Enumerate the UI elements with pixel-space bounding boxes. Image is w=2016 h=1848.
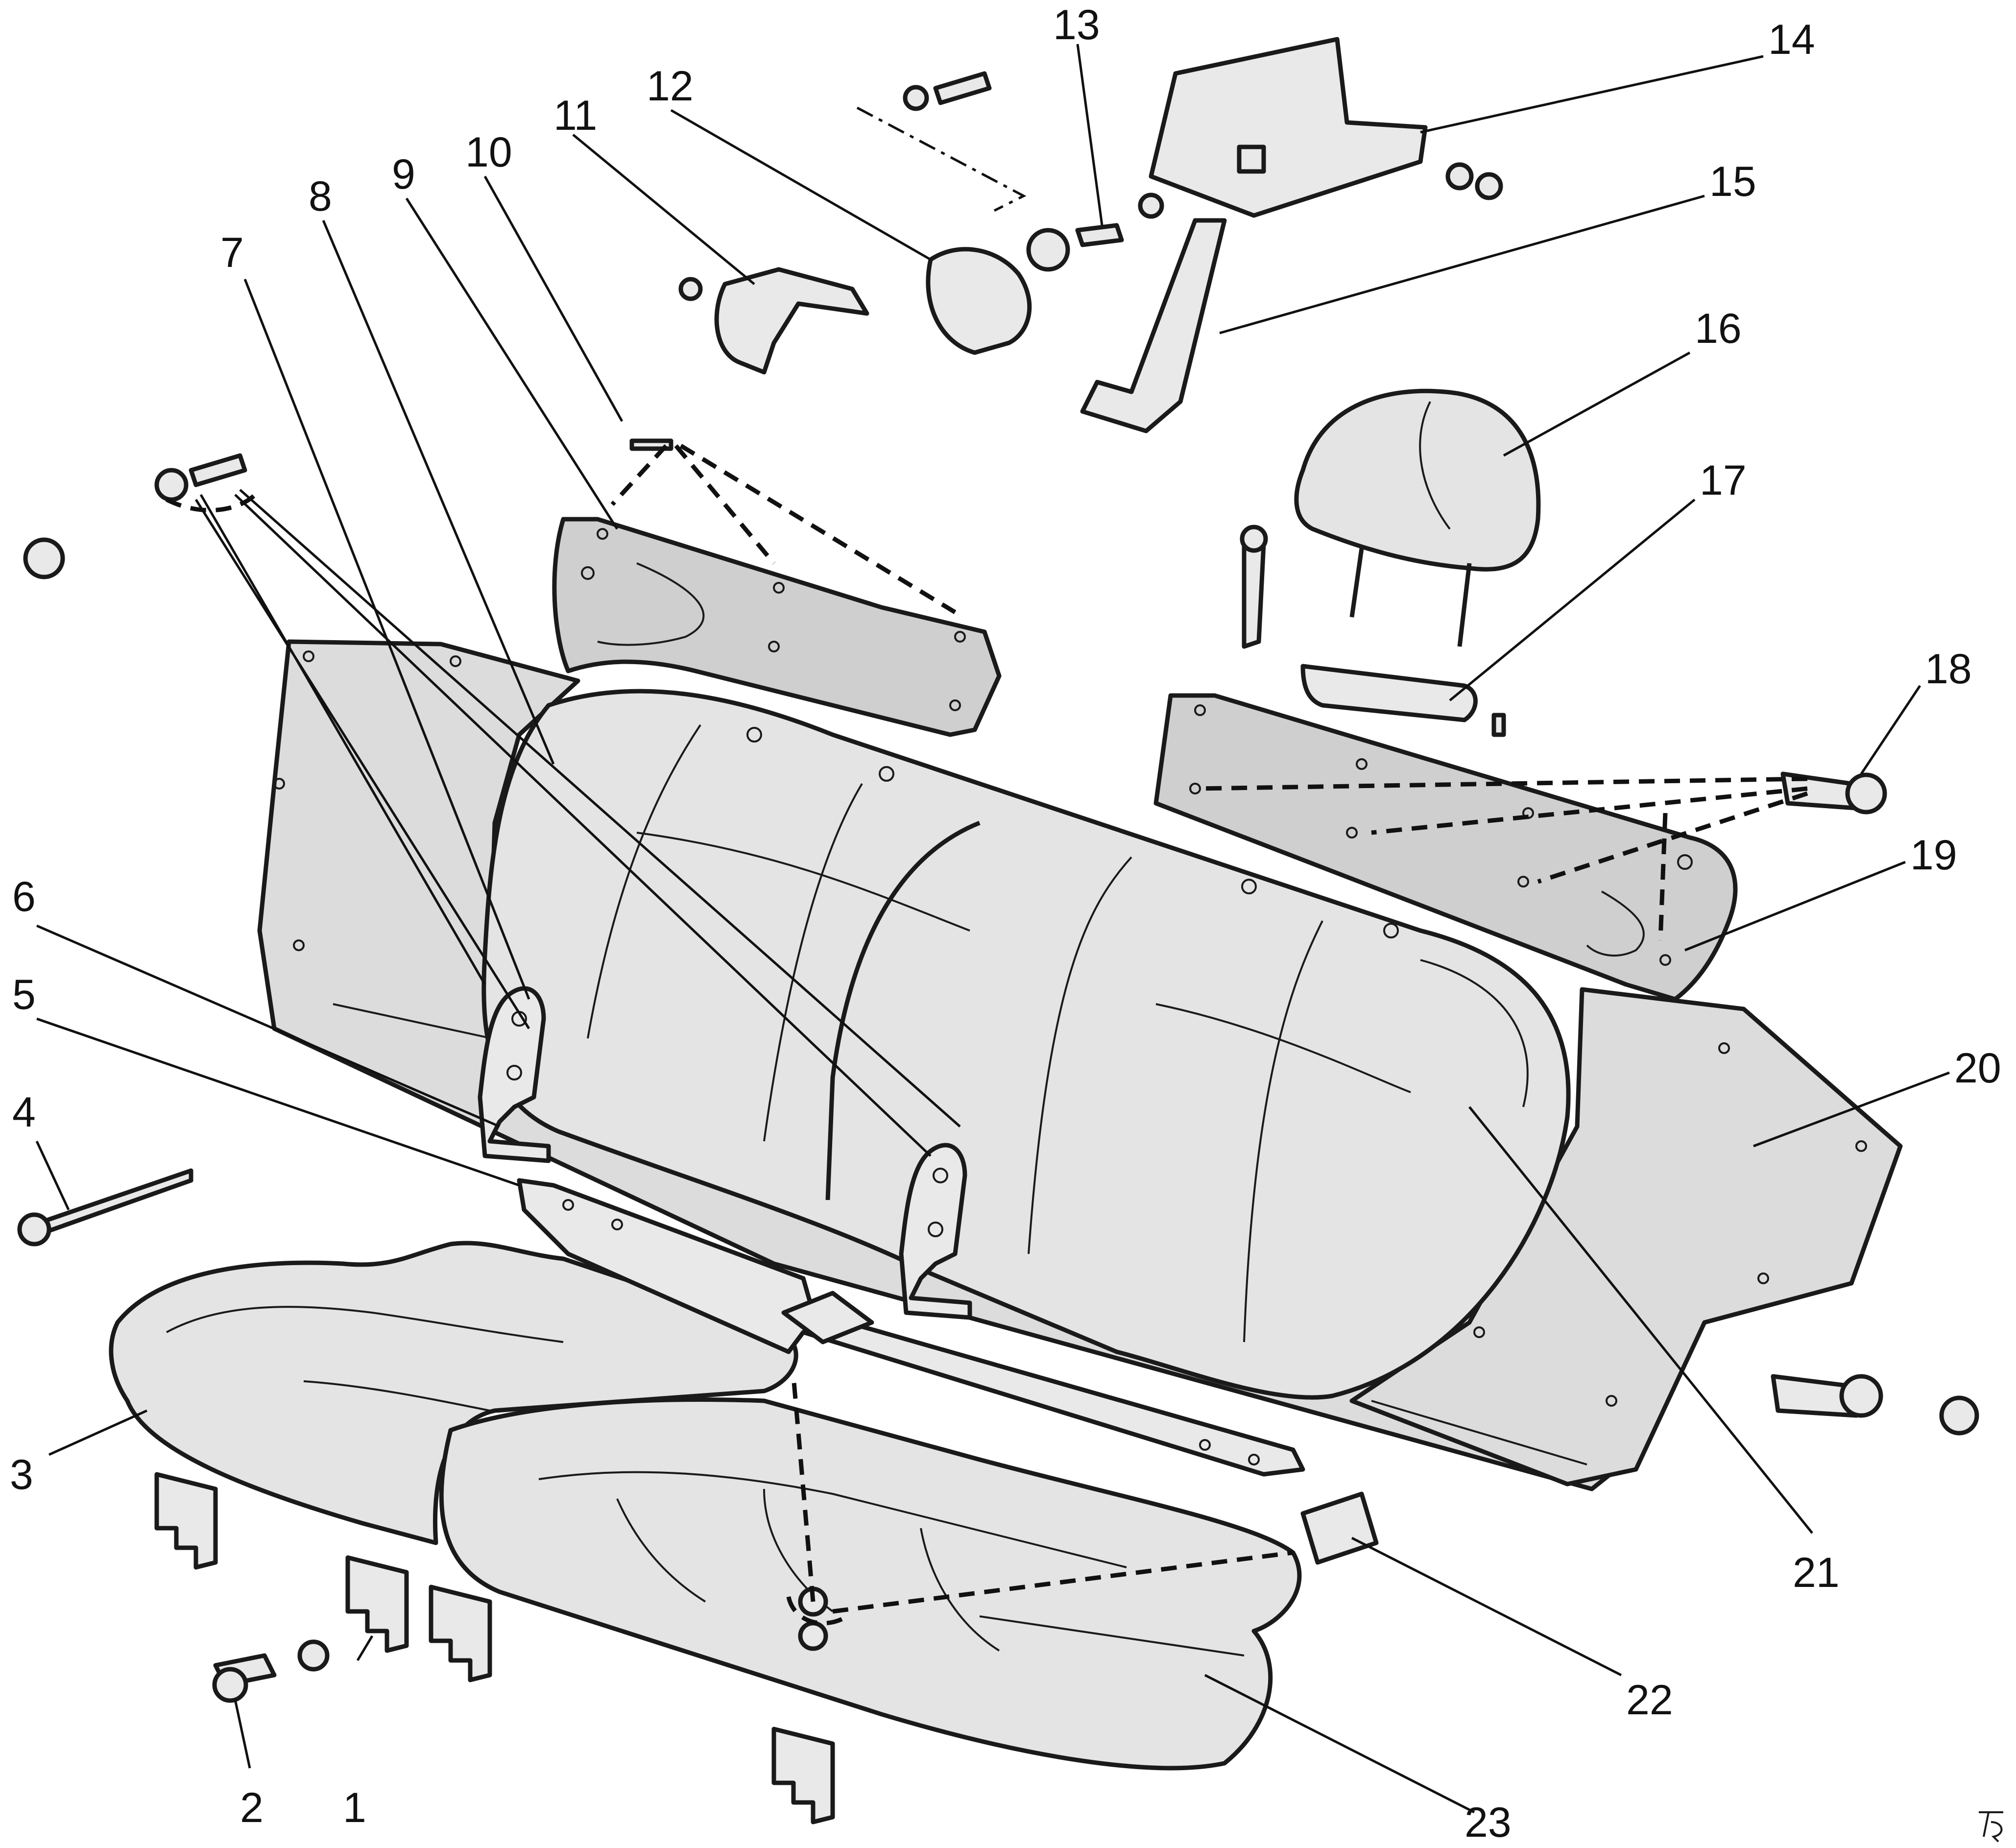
rear-seat-backrest xyxy=(481,689,1571,1400)
cushion-mounting-bar xyxy=(517,1178,1305,1477)
bolt-and-washer xyxy=(212,1639,330,1703)
screw-set xyxy=(1491,713,1506,737)
callout-10: 10 xyxy=(465,129,512,176)
callout-9: 9 xyxy=(392,151,415,198)
backrest-lock xyxy=(903,71,1164,355)
callout-7: 7 xyxy=(220,229,244,276)
callout-18: 18 xyxy=(1925,646,1972,693)
push-clip-fasteners xyxy=(23,438,1979,1436)
callout-1: 1 xyxy=(343,1784,366,1831)
callout-3: 3 xyxy=(10,1451,33,1498)
callout-17: 17 xyxy=(1700,457,1747,504)
left-backrest-hinge xyxy=(478,986,551,1163)
rear-seat-cushion-right xyxy=(439,1397,1302,1771)
callout-labels: 1 2 3 4 5 6 7 8 9 10 11 12 13 14 15 16 1… xyxy=(10,1,2001,1846)
leader-lines xyxy=(35,44,1950,1814)
bolt-washer-upper xyxy=(154,453,247,502)
callout-21: 21 xyxy=(1793,1549,1840,1596)
headrest xyxy=(1294,388,1541,647)
callout-23: 23 xyxy=(1464,1799,1512,1846)
callout-6: 6 xyxy=(12,873,36,920)
callout-20: 20 xyxy=(1954,1045,2001,1092)
left-headrest-guide-panel xyxy=(552,517,1002,737)
logo-mark-icon xyxy=(1979,1811,2003,1843)
callout-19: 19 xyxy=(1910,832,1957,879)
callout-2: 2 xyxy=(240,1784,264,1831)
lock-rod xyxy=(1080,218,1227,433)
callout-12: 12 xyxy=(647,63,694,110)
rear-seat-cushion-left xyxy=(109,1241,798,1545)
callout-5: 5 xyxy=(12,971,36,1018)
callout-11: 11 xyxy=(553,92,597,139)
callout-16: 16 xyxy=(1695,305,1742,352)
lock-bracket xyxy=(678,267,869,375)
lock-striker-plate xyxy=(1149,37,1503,218)
callout-15: 15 xyxy=(1709,158,1756,205)
headrest-guide-sleeve xyxy=(1240,525,1478,722)
cushion-retaining-clips xyxy=(154,1472,835,1824)
right-backrest-hinge xyxy=(899,1143,972,1320)
callout-8: 8 xyxy=(309,173,332,220)
assembly-guide-lines xyxy=(165,106,1808,1626)
callout-14: 14 xyxy=(1768,16,1815,63)
cushion-bracket xyxy=(1300,1491,1379,1565)
callout-4: 4 xyxy=(12,1089,36,1136)
strap-fastener xyxy=(17,1168,193,1247)
callout-13: 13 xyxy=(1053,1,1100,48)
callout-22: 22 xyxy=(1626,1677,1673,1724)
